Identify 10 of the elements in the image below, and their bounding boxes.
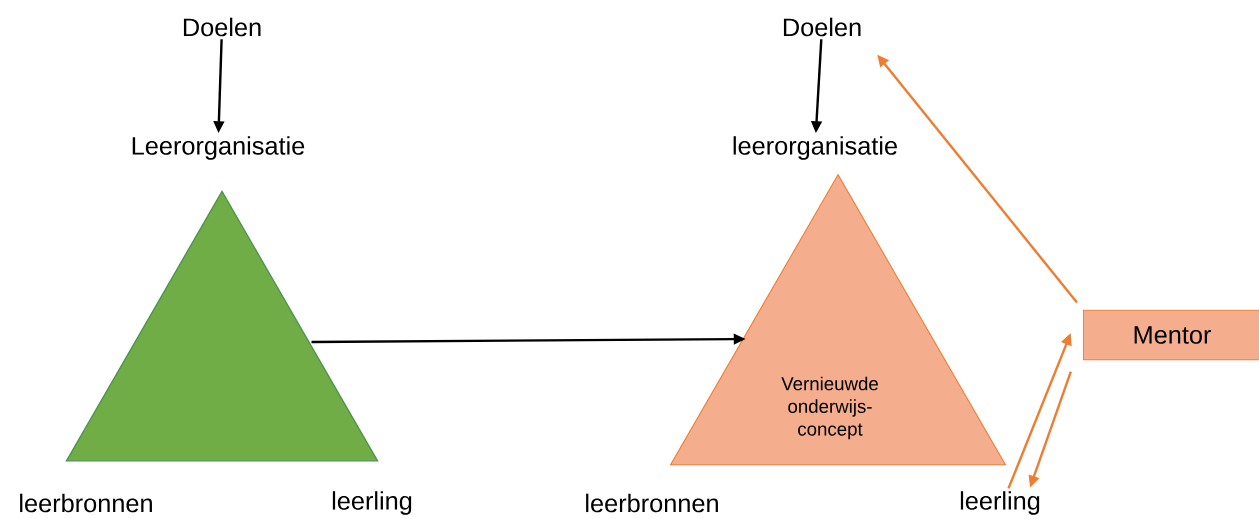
text-label: leerbronnen bbox=[20, 493, 152, 513]
triangle-shape bbox=[65, 190, 379, 462]
text-label: Doelen bbox=[783, 17, 861, 37]
text-label: leerling bbox=[960, 491, 1040, 515]
text-label: leerling bbox=[332, 491, 412, 515]
mentor-box: Mentor bbox=[1082, 309, 1259, 361]
text-label: leerbronnen bbox=[586, 493, 718, 513]
text-label: Leerorganisatie bbox=[132, 136, 305, 160]
text-label: leerorganisatie bbox=[733, 136, 897, 160]
text-label: Doelen bbox=[183, 17, 261, 37]
